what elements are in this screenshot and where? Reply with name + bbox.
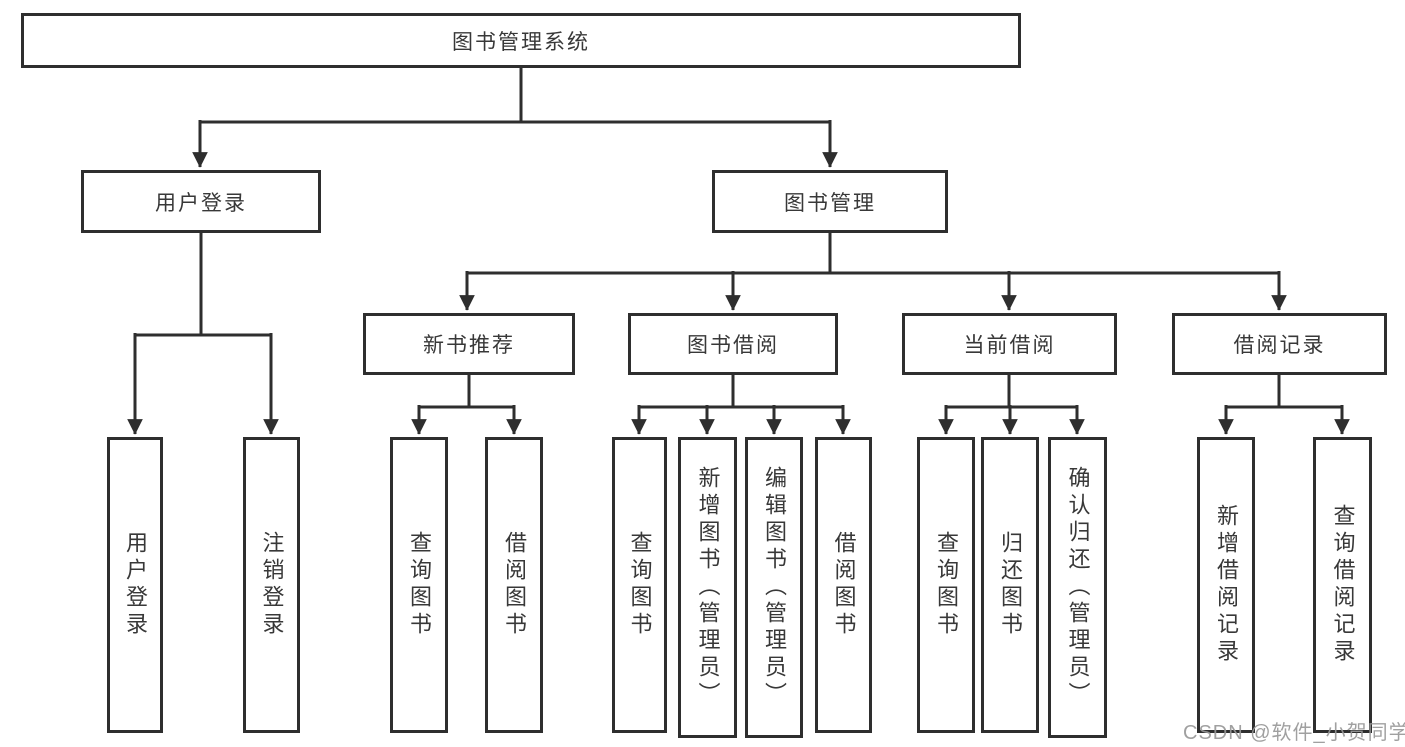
leaf-user-login: 用户登录 xyxy=(107,437,163,733)
leaf-nbr-borrow-book: 借阅图书 xyxy=(485,437,543,733)
leaf-bb-borrow-book: 借阅图书 xyxy=(815,437,872,733)
leaf-cb-return-book: 归还图书 xyxy=(981,437,1039,733)
leaf-br-add-record: 新增借阅记录 xyxy=(1197,437,1255,733)
leaf-cb-query-book: 查询图书 xyxy=(917,437,975,733)
node-new-book-recommend: 新书推荐 xyxy=(363,313,575,375)
leaf-br-query-record: 查询借阅记录 xyxy=(1313,437,1372,733)
node-book-borrow: 图书借阅 xyxy=(628,313,838,375)
leaf-logout: 注销登录 xyxy=(243,437,300,733)
leaf-bb-query-book: 查询图书 xyxy=(612,437,667,733)
leaf-cb-confirm-return-admin: 确认归还（管理员） xyxy=(1048,437,1107,738)
node-user-login: 用户登录 xyxy=(81,170,321,233)
node-current-borrow: 当前借阅 xyxy=(902,313,1117,375)
leaf-nbr-query-book: 查询图书 xyxy=(390,437,448,733)
node-book-management: 图书管理 xyxy=(712,170,948,233)
csdn-watermark: CSDN @软件_小贺同学 xyxy=(1183,722,1405,744)
leaf-bb-edit-book-admin: 编辑图书（管理员） xyxy=(745,437,803,738)
leaf-bb-add-book-admin: 新增图书（管理员） xyxy=(678,437,737,738)
node-borrow-record: 借阅记录 xyxy=(1172,313,1387,375)
node-root-system: 图书管理系统 xyxy=(21,13,1021,68)
